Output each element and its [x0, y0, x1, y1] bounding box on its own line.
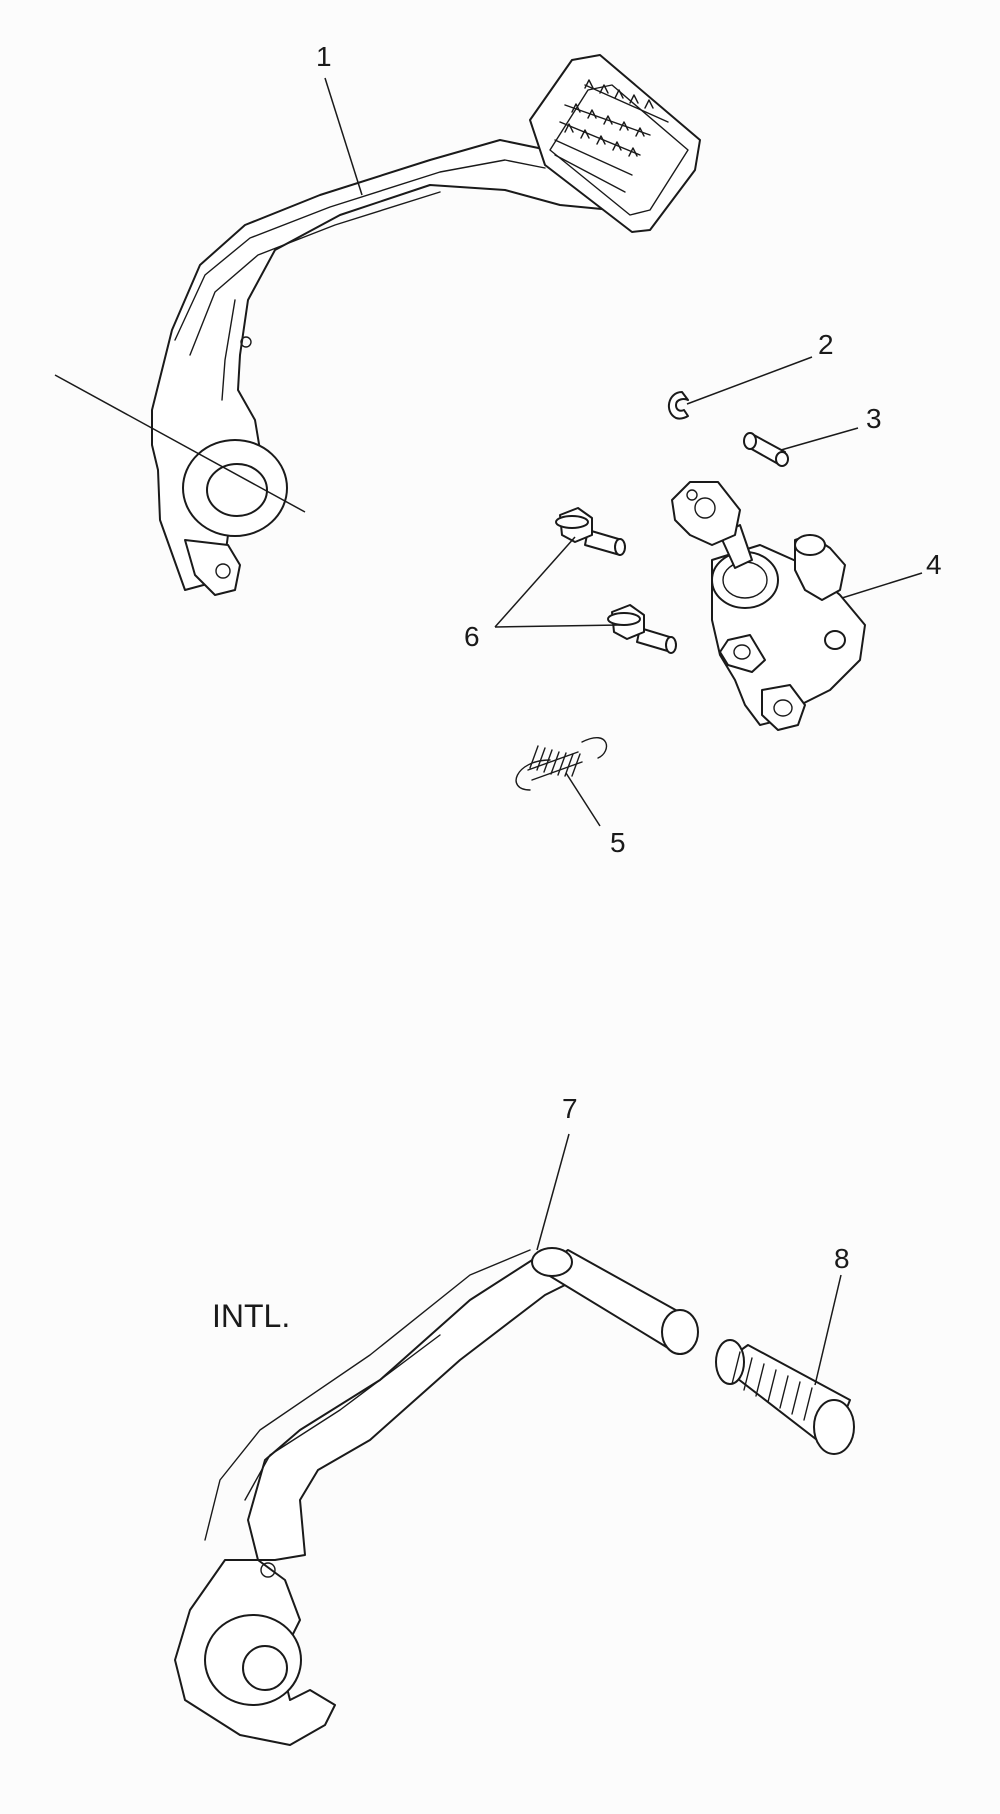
callout-7: 7	[562, 1093, 578, 1124]
flange-bolt-lower	[607, 604, 677, 654]
callout-2: 2	[818, 329, 834, 360]
callout-3: 3	[866, 403, 882, 434]
intl-label: INTL.	[212, 1298, 290, 1334]
callout-1: 1	[316, 41, 332, 72]
e-clip	[667, 391, 689, 420]
leader-lines	[324, 77, 923, 1386]
shift-lever	[174, 1247, 699, 1746]
callout-6: 6	[464, 621, 480, 652]
master-cylinder	[671, 481, 866, 731]
peg-rubber	[715, 1339, 855, 1455]
callout-8: 8	[834, 1243, 850, 1274]
brake-pedal	[54, 54, 701, 596]
clevis-pin	[743, 432, 789, 467]
callout-5: 5	[610, 827, 626, 858]
callout-4: 4	[926, 549, 942, 580]
return-spring	[515, 736, 608, 791]
flange-bolt-upper	[555, 507, 626, 556]
